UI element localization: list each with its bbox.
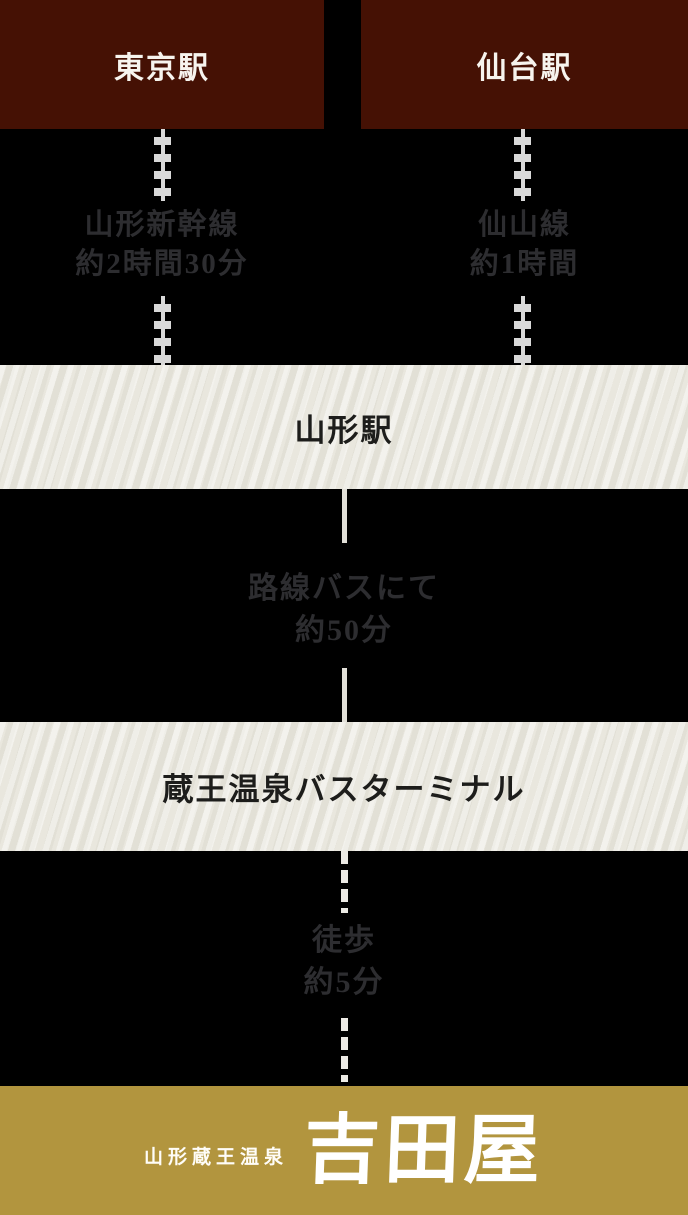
railway-track-line-icon: [154, 296, 171, 365]
inn-banner: 山形蔵王温泉 吉田屋: [0, 1086, 688, 1215]
walk-dashed-line-icon: [341, 851, 348, 913]
leg-bus: 路線バスにて 約50分: [0, 568, 688, 652]
bus-route-line-icon: [342, 489, 347, 543]
inn-region-label: 山形蔵王温泉: [143, 1147, 288, 1168]
leg-duration: 約2時間30分: [75, 248, 249, 280]
station-label-tokyo: 東京駅: [114, 51, 210, 85]
bus-route-line-icon: [342, 668, 347, 722]
railway-track-line-icon: [154, 129, 171, 201]
walk-dashed-line-icon: [341, 1018, 348, 1082]
stop-label-yamagata: 山形駅: [294, 412, 394, 448]
railway-track-line-icon: [514, 129, 531, 201]
stop-label-bus-terminal: 蔵王温泉バスターミナル: [162, 772, 526, 807]
leg-duration: 約50分: [295, 614, 393, 647]
station-box-tokyo: 東京駅: [0, 0, 324, 129]
leg-duration: 約5分: [303, 966, 385, 999]
stop-box-bus-terminal: 蔵王温泉バスターミナル: [0, 722, 688, 851]
leg-right-rail: 仙山線 約1時間: [361, 206, 688, 284]
leg-walk: 徒歩 約5分: [0, 920, 688, 1004]
leg-method: 路線バスにて: [248, 572, 440, 605]
station-box-sendai: 仙台駅: [361, 0, 688, 129]
stop-box-yamagata-station: 山形駅: [0, 365, 688, 489]
leg-left-rail: 山形新幹線 約2時間30分: [0, 206, 324, 284]
inn-name-logo: 吉田屋: [302, 1108, 546, 1193]
leg-line-name: 仙山線: [477, 209, 571, 241]
station-label-sendai: 仙台駅: [476, 51, 573, 85]
leg-line-name: 山形新幹線: [84, 209, 240, 241]
leg-method: 徒歩: [312, 924, 376, 957]
leg-duration: 約1時間: [469, 248, 580, 280]
railway-track-line-icon: [514, 296, 531, 365]
